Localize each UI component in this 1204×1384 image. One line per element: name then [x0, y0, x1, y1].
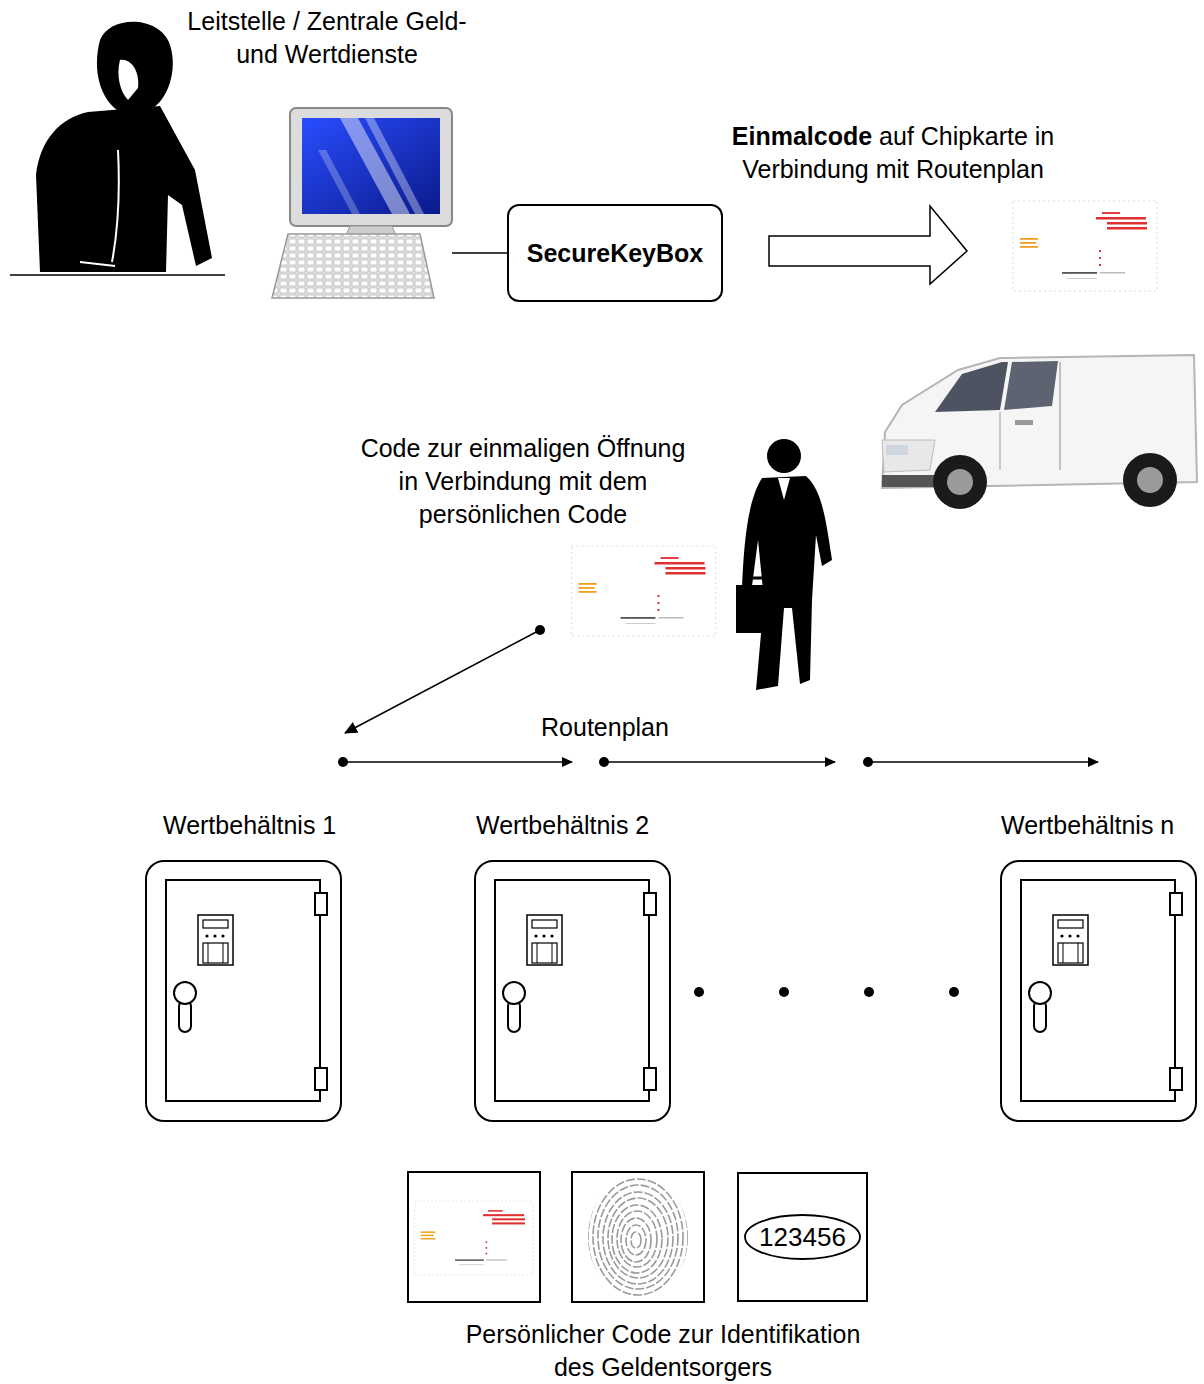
safe-outline [1001, 861, 1196, 1121]
safe-key [1076, 934, 1079, 937]
safe-key [542, 934, 545, 937]
safe-keypad [527, 915, 562, 965]
leader-line [345, 630, 540, 733]
van-image [882, 355, 1197, 509]
safe-slot-line [1063, 943, 1064, 963]
safe-display [1058, 920, 1083, 928]
code-box: 123456 [737, 1172, 868, 1302]
safe-slot [1058, 943, 1083, 963]
callout-text: Routenplan [495, 711, 715, 744]
safe-hinge [644, 1068, 656, 1090]
safe-handle-knob [1029, 982, 1051, 1004]
safe-hinge [1170, 893, 1182, 915]
safe-outline [146, 861, 341, 1121]
safe-heading: Wertbehältnis 2 [476, 810, 649, 840]
safe-slot-line [537, 943, 538, 963]
chip-card-image [415, 1201, 533, 1275]
computer-icon [272, 108, 452, 298]
safe-heading: Wertbehältnis n [1001, 810, 1174, 840]
node-text: 123456 [759, 1222, 846, 1252]
hollow-arrow [769, 206, 967, 284]
safe-drawing [474, 860, 671, 1122]
safe-drawing [1000, 860, 1197, 1122]
safe-hinge [315, 893, 327, 915]
callout-text: Persönlicher Code zur Identifikation des… [453, 1318, 873, 1384]
fingerprint-image [588, 1173, 688, 1301]
safe-door [495, 880, 649, 1101]
safe-hinge [1170, 1068, 1182, 1090]
safe-drawing [145, 860, 342, 1122]
safe-key [213, 934, 216, 937]
safe-display [532, 920, 557, 928]
safe-key [205, 934, 208, 937]
chip-card-image [572, 546, 716, 636]
card-square [408, 1172, 540, 1302]
cable-line [452, 252, 507, 254]
safe-hinge [644, 893, 656, 915]
safe-door [166, 880, 320, 1101]
route-arrows [338, 757, 1098, 767]
callout-text: Leitstelle / Zentrale Geld-und Wertdiens… [182, 5, 472, 71]
fingerprint-square [572, 1172, 704, 1302]
safe-slot-line [208, 943, 209, 963]
safe-container: Wertbehältnis 2 [474, 860, 671, 1122]
safe-door [1021, 880, 1175, 1101]
safe-heading: Wertbehältnis 1 [163, 810, 336, 840]
safe-handle-knob [503, 982, 525, 1004]
safe-slot-line [1078, 943, 1079, 963]
ellipsis-dots [694, 987, 959, 997]
safe-slot-line [552, 943, 553, 963]
courier-figure [736, 439, 832, 690]
safe-handle-knob [174, 982, 196, 1004]
safe-key [534, 934, 537, 937]
callout-text: Code zur einmaligen Öffnung in Verbindun… [353, 432, 693, 531]
safe-key [221, 934, 224, 937]
safe-key [1060, 934, 1063, 937]
safe-slot [203, 943, 228, 963]
safe-slot [532, 943, 557, 963]
code-oval-shape [745, 1215, 860, 1259]
safe-display [203, 920, 228, 928]
node-text: SecureKeyBox [527, 238, 703, 268]
safe-key [550, 934, 553, 937]
callout-text-group: Einmalcodeauf Chipkarte in Verbindung mi… [707, 120, 1079, 186]
safe-container: Wertbehältnis n [1000, 860, 1197, 1122]
safe-container: Wertbehältnis 1 [145, 860, 342, 1122]
safe-outline [475, 861, 670, 1121]
safe-slot-line [223, 943, 224, 963]
safe-keypad [198, 915, 233, 965]
safe-key [1068, 934, 1071, 937]
chip-card-image [1013, 201, 1157, 291]
operator-figure [10, 22, 225, 275]
safe-keypad [1053, 915, 1088, 965]
emphasis-text: Einmalcode [732, 122, 872, 150]
safe-hinge [315, 1068, 327, 1090]
process-box: SecureKeyBox [507, 204, 723, 302]
